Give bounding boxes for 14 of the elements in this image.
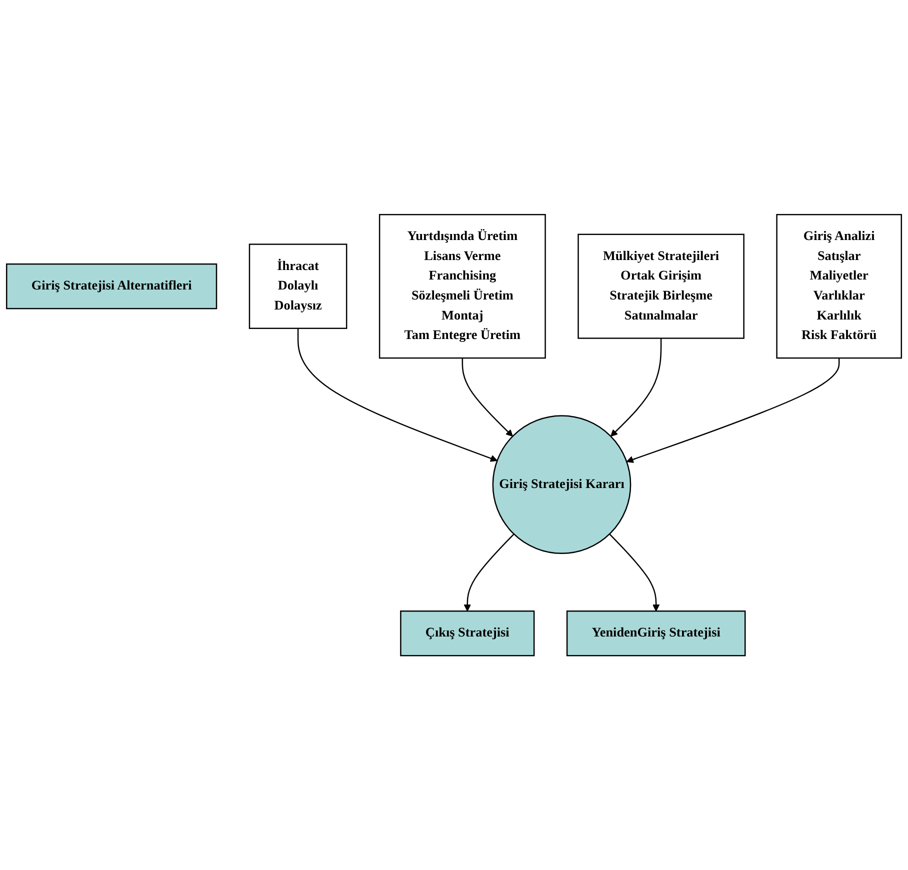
- arrow: [609, 534, 660, 612]
- node-box: İhracat Dolaylı Dolaysız: [248, 244, 348, 329]
- node-box: Mülkiyet Stratejileri Ortak Girişim Stratejik Birleşme Satınalmalar: [578, 234, 744, 339]
- node-circle: Giriş Stratejisi Kararı: [492, 415, 632, 554]
- node-box: Giriş Analizi Satışlar Maliyetler Varlıklar Karlılık Risk Faktörü: [776, 214, 902, 359]
- arrow: [297, 328, 498, 462]
- arrow: [626, 358, 840, 463]
- node-box: YenidenGiriş Stratejisi: [566, 610, 746, 656]
- node-box: Yurtdışında Üretim Lisans Verme Franchising Sözleşmeli Üretim Montaj Tam Entegre Üretim: [378, 214, 546, 359]
- arrow: [464, 534, 514, 612]
- arrow: [462, 358, 513, 437]
- node-box: Çıkış Stratejisi: [400, 610, 535, 656]
- arrow: [610, 338, 662, 437]
- node-box: Giriş Stratejisi Alternatifleri: [6, 263, 218, 310]
